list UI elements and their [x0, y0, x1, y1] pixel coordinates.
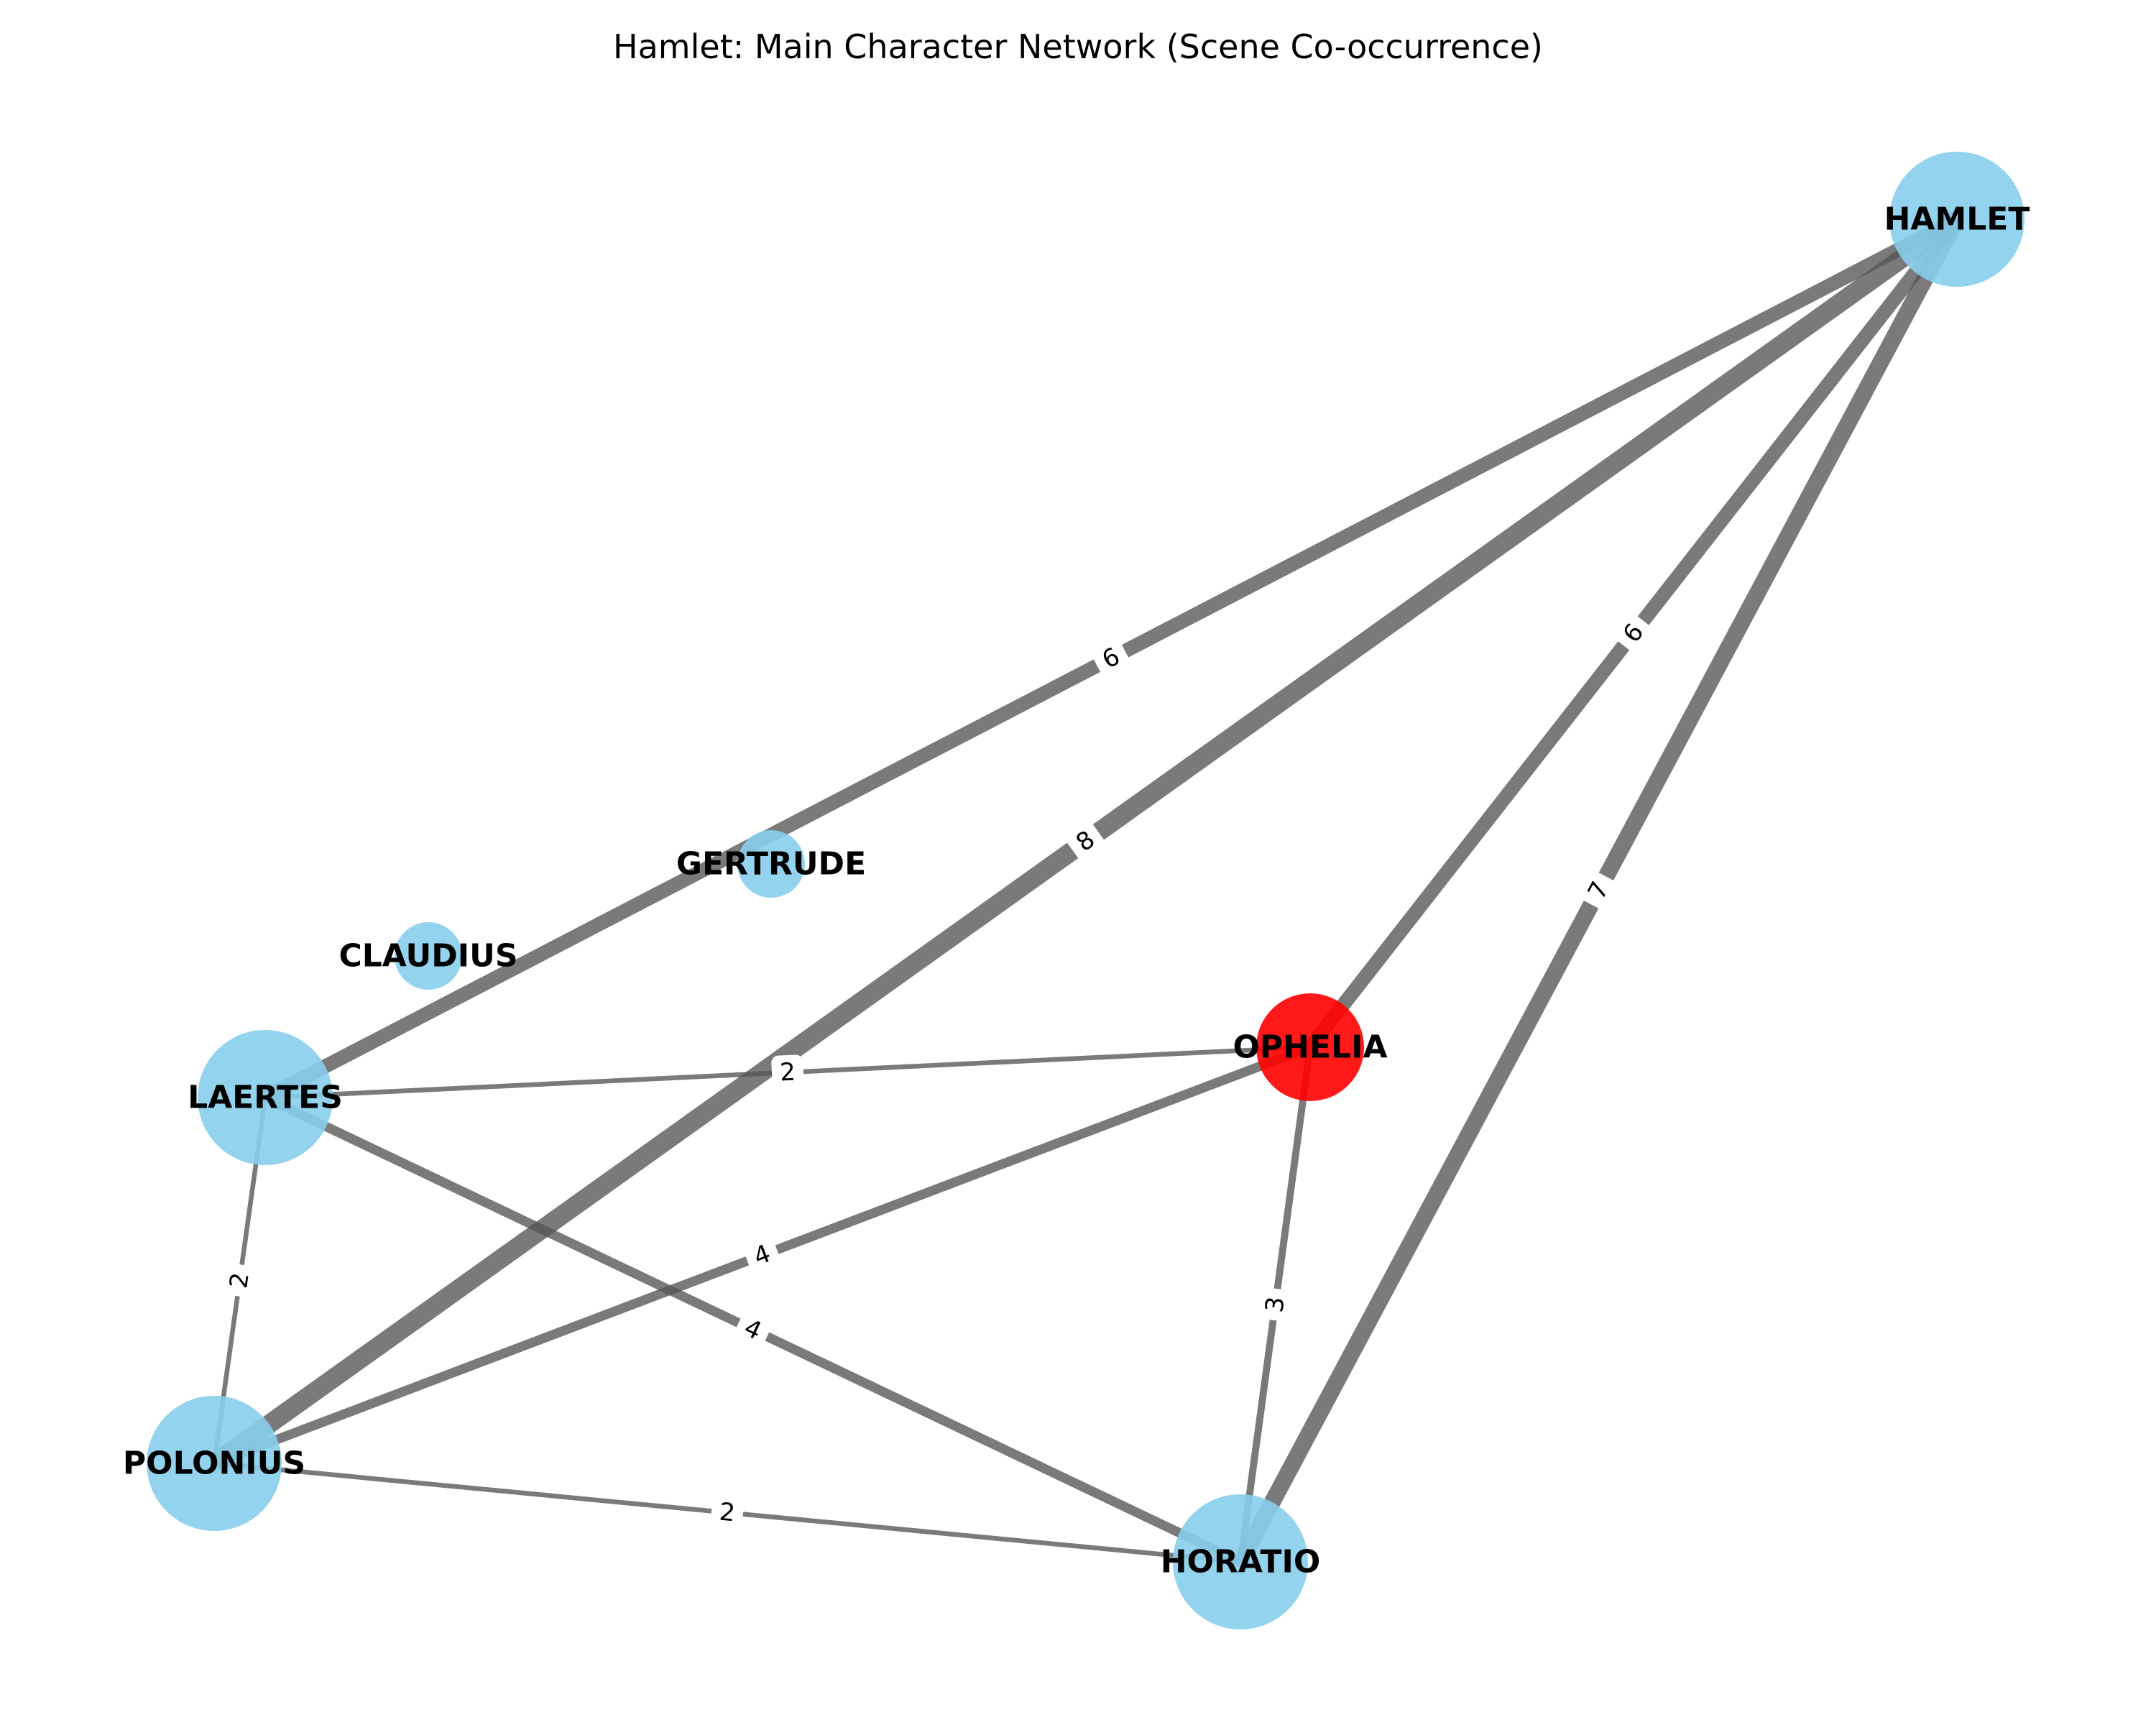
node-labels-layer: HAMLET GERTRUDE CLAUDIUS OPHELIA LAERTES POLO… — [123, 201, 2030, 1581]
edge-weight-label: 4 — [733, 1310, 773, 1350]
node-claudius — [395, 922, 462, 990]
edge-weight-label: 4 — [743, 1236, 781, 1275]
edge-weight-label-bg — [771, 1054, 804, 1090]
edge-weight-label: 3 — [1257, 1287, 1294, 1322]
node-label-laertes: LAERTES — [188, 1080, 343, 1116]
edge-weight-label: 7 — [1578, 870, 1619, 911]
edge-weight-label-bg — [710, 1494, 745, 1531]
node-label-horatio: HORATIO — [1161, 1544, 1321, 1581]
node-label-polonius: POLONIUS — [123, 1445, 305, 1482]
nodes-layer — [147, 152, 2024, 1629]
node-gertrude — [737, 830, 805, 898]
edge-weight-label-bg — [733, 1310, 773, 1350]
node-label-gertrude: GERTRUDE — [676, 846, 866, 883]
node-horatio — [1173, 1494, 1308, 1629]
edge-weight-label: 6 — [1613, 612, 1654, 654]
edge-weight-label: 2 — [221, 1263, 259, 1298]
node-laertes — [198, 1030, 333, 1165]
edge-weight-label-bg — [1613, 612, 1654, 654]
edge-weight-label: 8 — [1065, 821, 1106, 862]
edge-weight-label-bg — [1578, 870, 1619, 911]
node-label-ophelia: OPHELIA — [1233, 1029, 1388, 1066]
node-label-claudius: CLAUDIUS — [338, 938, 517, 975]
edge-weight-text: 2 — [718, 1498, 736, 1528]
edge-weight-label: 2 — [771, 1054, 804, 1090]
edge-weight-label-bg — [743, 1236, 781, 1275]
node-hamlet — [1889, 152, 2024, 287]
edge-weight-text: 3 — [1260, 1295, 1291, 1315]
edge-weight-text: 2 — [779, 1058, 796, 1087]
edge-weight-label-bg — [221, 1263, 259, 1298]
edge-weight-label-bg — [1091, 638, 1131, 678]
edge-weight-label-bg — [1257, 1287, 1294, 1322]
edge-weight-label: 6 — [1091, 638, 1131, 678]
edge-labels-layer: 6 8 6 7 2 2 4 4 2 3 — [221, 612, 1654, 1531]
node-label-hamlet: HAMLET — [1884, 201, 2030, 238]
edges-layer — [208, 211, 1965, 1566]
edge-weight-label: 2 — [710, 1494, 745, 1531]
edge-weight-label-bg — [1065, 821, 1106, 862]
chart-title: Hamlet: Main Character Network (Scene Co… — [613, 27, 1543, 66]
node-polonius — [147, 1396, 282, 1531]
node-ophelia — [1256, 993, 1364, 1101]
